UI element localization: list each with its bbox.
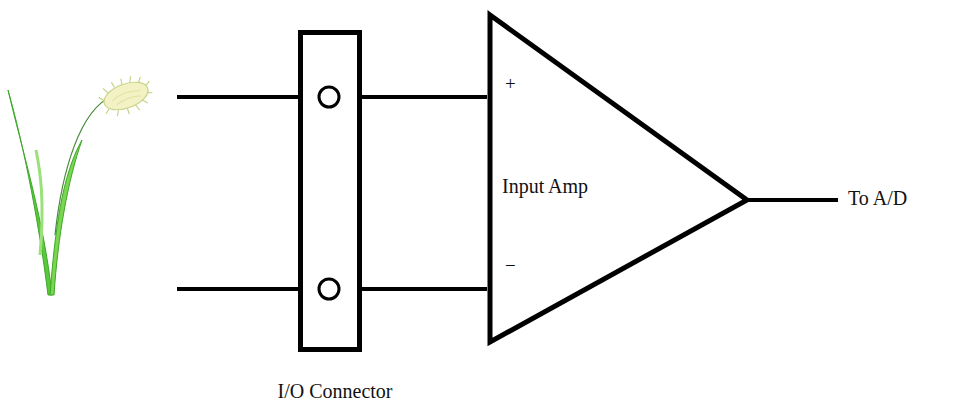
input-wire bbox=[177, 95, 298, 99]
seed-head bbox=[95, 70, 157, 122]
signal-wire bbox=[362, 95, 487, 99]
signal-name: To A/D bbox=[848, 186, 907, 210]
part-name: I/O Connector bbox=[278, 379, 393, 403]
terminal-symbol bbox=[319, 279, 339, 299]
io-connector: I/O Connector bbox=[298, 30, 362, 352]
plant-stem bbox=[55, 96, 112, 235]
text-slot: Input Amp bbox=[502, 174, 588, 198]
pin-sign: + bbox=[505, 73, 516, 96]
amplifier-outline bbox=[490, 15, 747, 342]
text-slot: − bbox=[505, 255, 516, 278]
text-slot: + bbox=[505, 73, 516, 96]
input-wire bbox=[177, 287, 298, 291]
amplifier-triangle: + Input Amp − bbox=[487, 12, 750, 345]
amplifier-label: Input Amp bbox=[502, 174, 588, 198]
signal-wire bbox=[362, 287, 487, 291]
leaf-blade bbox=[8, 90, 52, 295]
pin-sign: − bbox=[505, 255, 516, 278]
leaf-blade bbox=[50, 140, 82, 295]
plant-illustration bbox=[8, 70, 158, 295]
leaf-blade bbox=[36, 150, 42, 255]
text-slot: To A/D bbox=[848, 186, 907, 210]
output-wire bbox=[748, 198, 838, 202]
terminal-symbol bbox=[319, 87, 339, 107]
text-slot: I/O Connector bbox=[278, 379, 393, 403]
